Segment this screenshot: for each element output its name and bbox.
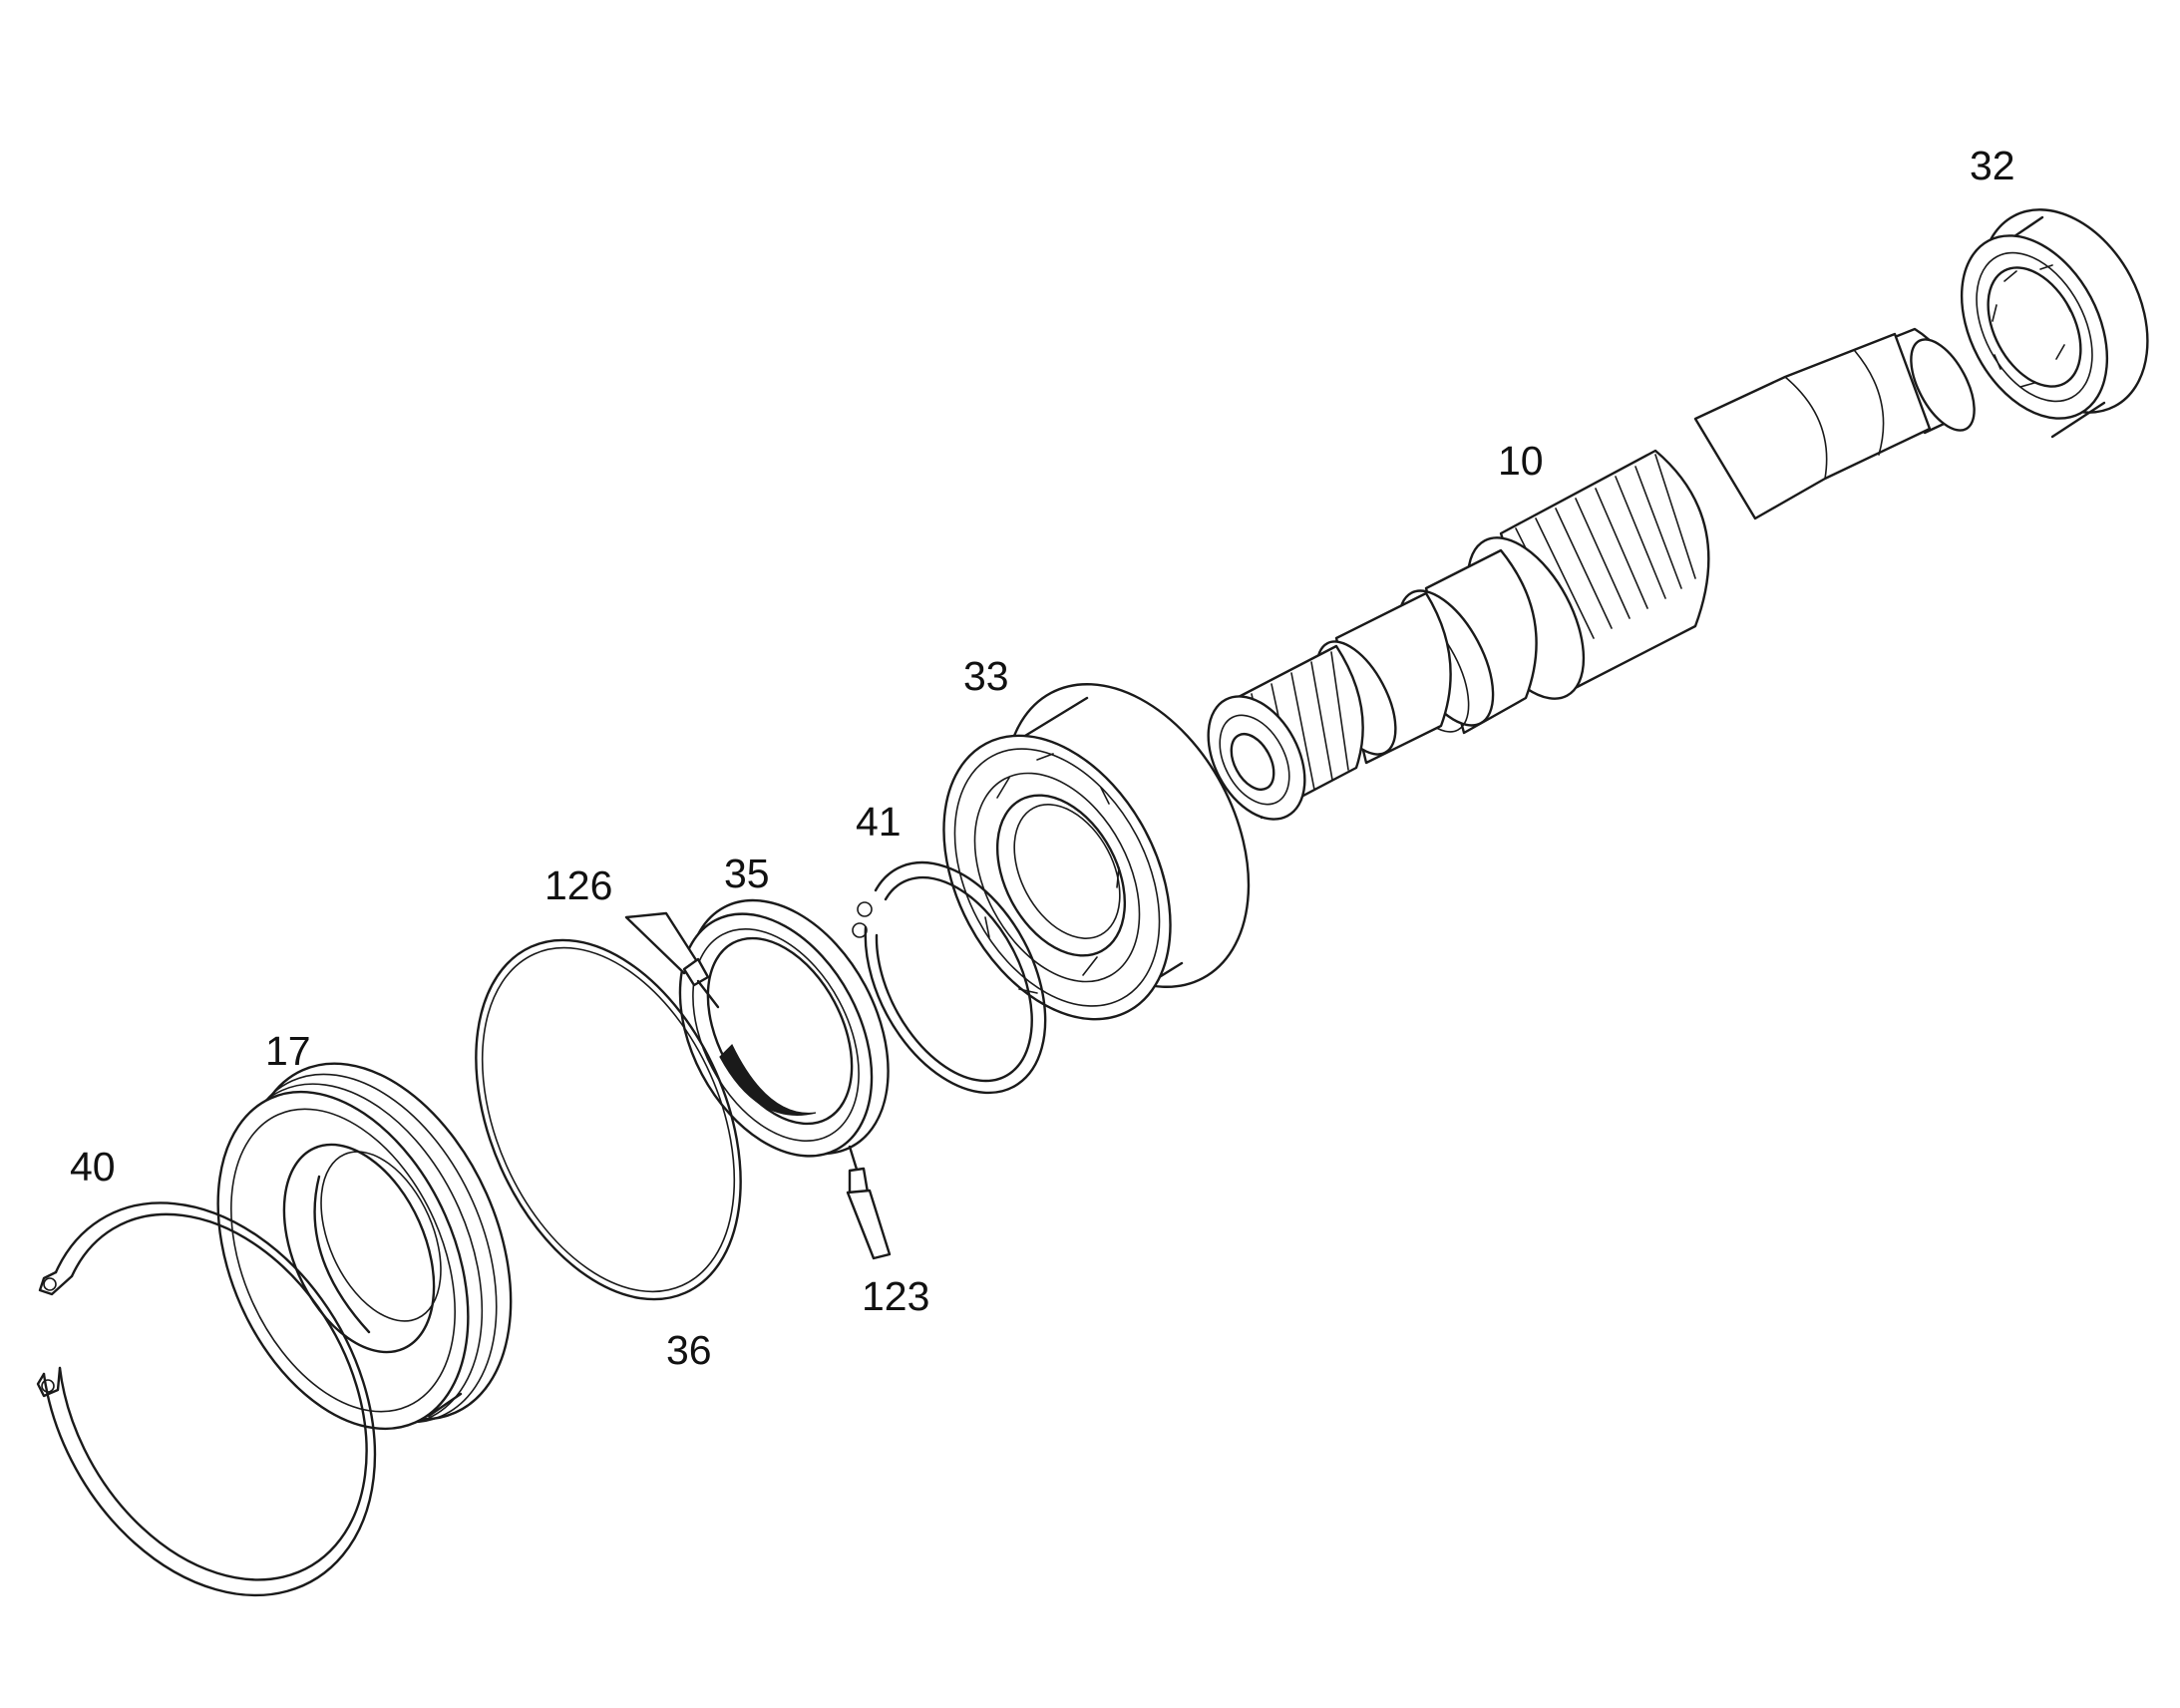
part-36-o-ring <box>475 938 742 1301</box>
callout-35: 35 <box>724 851 770 896</box>
part-40-circlip <box>36 1201 377 1597</box>
part-10-splined-shaft <box>1207 327 1976 821</box>
part-126-tube-icon <box>624 911 720 1009</box>
part-33-ball-bearing <box>942 683 1251 1021</box>
part-35-shaft-seal <box>678 898 890 1158</box>
part-32-needle-bearing <box>1960 208 2149 439</box>
callout-40: 40 <box>70 1144 116 1190</box>
callout-33: 33 <box>963 653 1009 699</box>
callout-10: 10 <box>1498 438 1544 484</box>
callout-123: 123 <box>862 1273 929 1319</box>
callout-41: 41 <box>856 799 902 845</box>
part-41-snap-ring <box>852 860 1047 1095</box>
part-123-tube-icon <box>846 1145 892 1260</box>
callout-17: 17 <box>265 1028 311 1074</box>
part-17-cover <box>216 1062 513 1431</box>
callout-36: 36 <box>666 1327 712 1373</box>
callout-32: 32 <box>1970 143 2015 188</box>
callout-126: 126 <box>545 862 612 908</box>
